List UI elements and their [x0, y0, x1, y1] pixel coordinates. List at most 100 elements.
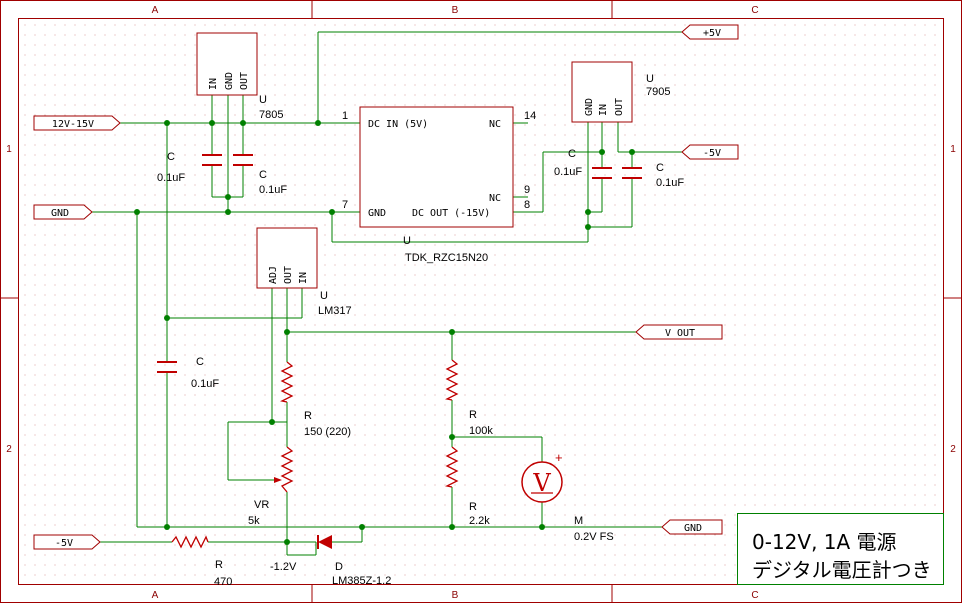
svg-text:R: R	[215, 559, 223, 571]
svg-text:LM317: LM317	[318, 305, 352, 317]
col-label-top-c: C	[751, 5, 758, 16]
port-vout: V OUT	[635, 324, 723, 340]
resistor-r150: R 150 (220)	[280, 361, 351, 438]
capacitor-c2: C 0.1uF	[233, 154, 287, 196]
svg-text:-1.2V: -1.2V	[270, 561, 297, 573]
title-line1: 0-12V, 1A 電源	[752, 530, 897, 554]
regulator-lm317: ADJ OUT IN U LM317	[256, 227, 352, 317]
svg-text:ADJ: ADJ	[268, 266, 279, 284]
port-neg5-left: -5V	[33, 534, 101, 550]
svg-text:GND: GND	[51, 208, 69, 219]
svg-text:GND: GND	[224, 72, 235, 90]
svg-text:0.2V FS: 0.2V FS	[574, 531, 614, 543]
resistor-r100k: R 100k	[445, 359, 493, 437]
svg-text:2.2k: 2.2k	[469, 515, 490, 527]
resistor-r2k2: R 2.2k	[445, 446, 490, 527]
regulator-7905: GND IN OUT U 7905	[571, 61, 670, 123]
svg-text:9: 9	[524, 184, 530, 196]
svg-text:V OUT: V OUT	[665, 328, 695, 339]
title-block: 0-12V, 1A 電源 デジタル電圧計つき	[737, 513, 944, 585]
svg-text:GND: GND	[368, 208, 386, 219]
svg-text:8: 8	[524, 199, 530, 211]
col-label-bottom-b: B	[452, 590, 459, 601]
dcdc-converter-tdk: DC IN (5V) GND DC OUT (-15V) NC NC 1 7 1…	[342, 106, 536, 264]
svg-text:OUT: OUT	[283, 266, 294, 284]
port-gnd-right: GND	[661, 519, 723, 535]
svg-text:C: C	[568, 148, 576, 160]
svg-text:DC IN (5V): DC IN (5V)	[368, 119, 428, 130]
svg-text:7905: 7905	[646, 86, 670, 98]
svg-text:0.1uF: 0.1uF	[259, 184, 287, 196]
port-neg5-right: -5V	[681, 144, 739, 160]
svg-text:-5V: -5V	[55, 538, 73, 549]
svg-text:OUT: OUT	[614, 98, 625, 116]
row-label-left-1: 1	[6, 144, 12, 155]
svg-text:IN: IN	[298, 272, 309, 284]
svg-text:C: C	[196, 356, 204, 368]
svg-text:NC: NC	[489, 193, 501, 204]
capacitor-c3: C 0.1uF	[554, 148, 612, 179]
svg-text:0.1uF: 0.1uF	[656, 177, 684, 189]
svg-text:+5V: +5V	[703, 28, 721, 39]
svg-text:M: M	[574, 515, 583, 527]
svg-text:U: U	[320, 290, 328, 302]
svg-text:IN: IN	[598, 104, 609, 116]
svg-text:0.1uF: 0.1uF	[191, 378, 219, 390]
row-label-right-1: 1	[950, 144, 956, 155]
svg-text:0.1uF: 0.1uF	[554, 166, 582, 178]
svg-text:470: 470	[214, 576, 232, 588]
svg-text:TDK_RZC15N20: TDK_RZC15N20	[405, 252, 488, 264]
svg-text:D: D	[335, 561, 343, 573]
potentiometer-vr: VR 5k	[248, 446, 294, 527]
junctions	[134, 120, 635, 545]
svg-text:V: V	[532, 469, 551, 497]
svg-text:+: +	[555, 450, 563, 465]
title-line2: デジタル電圧計つき	[752, 558, 932, 582]
svg-text:LM385Z-1.2: LM385Z-1.2	[332, 575, 391, 587]
svg-text:14: 14	[524, 110, 536, 122]
capacitor-c5: C 0.1uF	[157, 356, 219, 390]
svg-text:GND: GND	[584, 98, 595, 116]
svg-text:U: U	[646, 73, 654, 85]
col-label-top-a: A	[152, 5, 159, 16]
svg-text:U: U	[259, 94, 267, 106]
capacitor-c4: C 0.1uF	[622, 162, 684, 189]
svg-text:C: C	[656, 162, 664, 174]
col-label-bottom-c: C	[751, 590, 758, 601]
col-label-top-b: B	[452, 5, 459, 16]
port-gnd-left: GND	[33, 204, 93, 220]
svg-text:100k: 100k	[469, 425, 493, 437]
svg-text:R: R	[304, 410, 312, 422]
regulator-7805: IN GND OUT U 7805	[196, 32, 283, 121]
svg-text:U: U	[403, 235, 411, 247]
svg-text:1: 1	[342, 110, 348, 122]
grid	[18, 18, 944, 585]
svg-text:R: R	[469, 409, 477, 421]
svg-text:-5V: -5V	[703, 148, 721, 159]
svg-text:150 (220): 150 (220)	[304, 426, 351, 438]
svg-text:R: R	[469, 501, 477, 513]
port-pos5: +5V	[681, 24, 739, 40]
resistor-r470: R 470	[171, 535, 232, 588]
svg-text:7: 7	[342, 199, 348, 211]
diode-lm385: D LM385Z-1.2 -1.2V	[270, 535, 391, 587]
col-label-bottom-a: A	[152, 590, 159, 601]
voltmeter: V + M 0.2V FS	[521, 450, 614, 543]
svg-text:C: C	[259, 169, 267, 181]
capacitor-c1: C 0.1uF	[157, 151, 222, 184]
svg-text:12V-15V: 12V-15V	[52, 119, 94, 130]
svg-text:5k: 5k	[248, 515, 260, 527]
svg-text:7805: 7805	[259, 109, 283, 121]
row-label-right-2: 2	[950, 444, 956, 455]
row-label-left-2: 2	[6, 444, 12, 455]
svg-text:IN: IN	[208, 78, 219, 90]
svg-text:C: C	[167, 151, 175, 163]
svg-text:VR: VR	[254, 499, 269, 511]
svg-text:OUT: OUT	[239, 72, 250, 90]
svg-text:0.1uF: 0.1uF	[157, 172, 185, 184]
svg-text:NC: NC	[489, 119, 501, 130]
port-vin: 12V-15V	[33, 115, 121, 131]
svg-text:DC OUT (-15V): DC OUT (-15V)	[412, 208, 490, 219]
